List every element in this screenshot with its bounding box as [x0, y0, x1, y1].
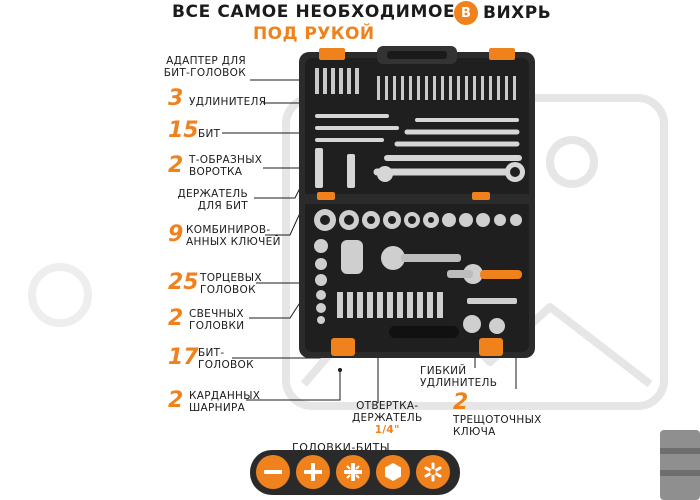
- page-subtitle: ПОД РУКОЙ: [253, 24, 375, 44]
- label-bit-holder: ДЕРЖАТЕЛЬ ДЛЯ БИТ: [177, 188, 248, 212]
- label-screwdriver: ОТВЕРТКА- ДЕРЖАТЕЛЬ 1/4": [352, 400, 423, 436]
- label-sockets: ТОРЦЕВЫХ ГОЛОВОК: [200, 272, 262, 296]
- count-universal-joints: 2: [168, 388, 184, 413]
- label-ratchets: ТРЕЩОТОЧНЫХ КЛЮЧА: [453, 414, 542, 438]
- label-extensions: УДЛИНИТЕЛЯ: [189, 96, 267, 108]
- brand-logo: В ВИХРЬ: [454, 1, 551, 25]
- page-title: ВСЕ САМОЕ НЕОБХОДИМОЕ: [172, 2, 456, 22]
- torx-bit-icon: [416, 455, 450, 489]
- phillips-bit-icon: [296, 455, 330, 489]
- count-sockets: 25: [168, 270, 199, 295]
- label-spark-sockets: СВЕЧНЫХ ГОЛОВКИ: [189, 308, 245, 332]
- count-bit-sockets: 17: [168, 345, 199, 370]
- brand-name: ВИХРЬ: [483, 3, 552, 23]
- count-ratchets: 2: [453, 390, 469, 415]
- label-universal-joints: КАРДАННЫХ ШАРНИРА: [189, 390, 261, 414]
- label-combo-wrenches: КОМБИНИРОВ- АННЫХ КЛЮЧЕЙ: [186, 224, 281, 248]
- count-spark-sockets: 2: [168, 306, 184, 331]
- brand-mark-icon: В: [454, 1, 478, 25]
- count-bits: 15: [168, 118, 199, 143]
- label-bit-sockets: БИТ- ГОЛОВОК: [198, 347, 254, 371]
- count-combo-wrenches: 9: [168, 222, 184, 247]
- label-flex-extension: ГИБКИЙ УДЛИНИТЕЛЬ: [420, 365, 498, 389]
- hex-bit-icon: [376, 455, 410, 489]
- slotted-bit-icon: [256, 455, 290, 489]
- label-t-handles: Т-ОБРАЗНЫХ ВОРОТКА: [189, 154, 263, 178]
- label-adapter: АДАПТЕР ДЛЯ БИТ-ГОЛОВОК: [163, 55, 246, 79]
- socket-bit-photo-icon: [660, 430, 700, 500]
- pozidriv-bit-icon: [336, 455, 370, 489]
- count-t-handles: 2: [168, 153, 184, 178]
- label-bits: БИТ: [198, 128, 221, 140]
- tool-case-illustration: [299, 46, 535, 358]
- placeholder-circle-icon: [28, 263, 92, 327]
- count-extensions: 3: [168, 86, 184, 111]
